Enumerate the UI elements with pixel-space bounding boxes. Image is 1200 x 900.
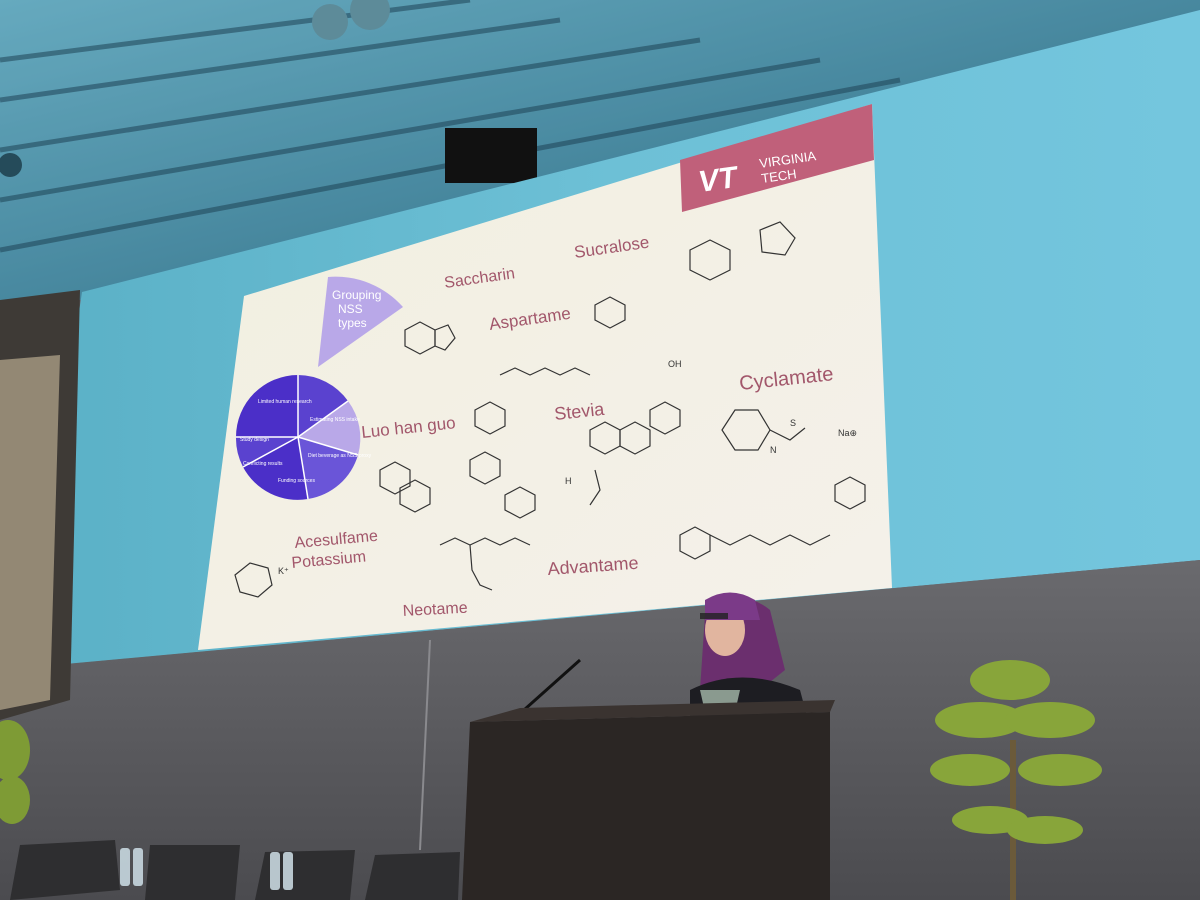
podium <box>462 700 835 900</box>
virginia-tech-logo: VT VIRGINIA TECH <box>680 104 874 212</box>
label-saccharin: Saccharin <box>443 265 516 292</box>
water-bottles <box>120 848 293 890</box>
chemical-structures <box>234 221 866 598</box>
label-advantame: Advantame <box>547 553 639 579</box>
logo-line2: TECH <box>760 166 797 186</box>
pie-highlight-3: types <box>338 316 367 330</box>
svg-text:H: H <box>565 476 572 486</box>
slide <box>198 104 892 650</box>
label-stevia: Stevia <box>553 399 606 424</box>
label-sucralose: Sucralose <box>573 233 651 262</box>
pie-label-3: Funding sources <box>278 478 315 484</box>
svg-text:K⁺: K⁺ <box>278 566 289 576</box>
logo-mark: VT <box>696 161 741 199</box>
label-neotame: Neotame <box>402 600 468 620</box>
label-potassium: Potassium <box>291 549 367 572</box>
pie-label-2: Diet beverage as NSS proxy <box>308 453 372 459</box>
svg-text:Na⊕: Na⊕ <box>838 428 857 438</box>
pie-chart: Grouping NSS types Limited human researc… <box>235 276 403 500</box>
label-acesulfame: Acesulfame <box>294 528 379 552</box>
pie-highlight-2: NSS <box>338 302 363 316</box>
pie-label-4: Conflicting results <box>243 461 283 467</box>
pie-highlight-slice <box>318 276 403 367</box>
svg-text:OH: OH <box>668 359 682 369</box>
label-luo-han-guo: Luo han guo <box>360 413 456 442</box>
chemical-annotations: Na⊕ H OH N S K⁺ <box>278 359 857 576</box>
pie-label-5: Study design <box>240 437 269 443</box>
label-aspartame: Aspartame <box>488 304 572 334</box>
plant-right <box>930 660 1102 900</box>
pie-highlight-1: Grouping <box>332 288 381 302</box>
svg-text:N: N <box>770 445 777 455</box>
label-cyclamate: Cyclamate <box>738 363 834 395</box>
svg-text:S: S <box>790 418 796 428</box>
pie-label-1: Estimating NSS intake <box>310 417 360 423</box>
presenter <box>690 592 808 720</box>
plant-left <box>0 720 30 824</box>
speaker-box <box>445 128 537 183</box>
pie-label-0: Limited human research <box>258 399 312 405</box>
